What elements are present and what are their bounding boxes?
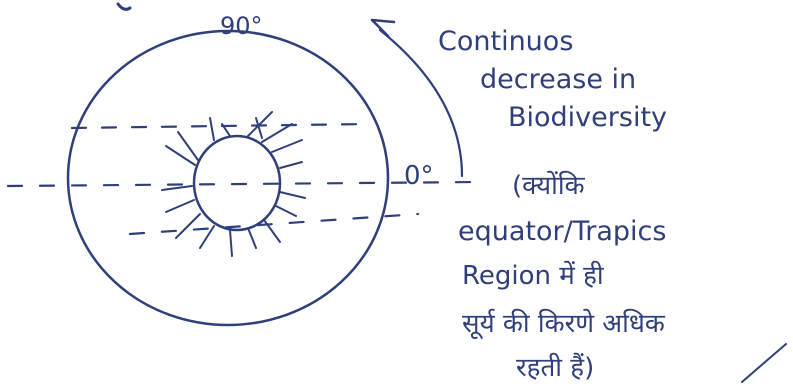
ray bbox=[229, 229, 233, 257]
stray-pen-mark bbox=[116, 2, 132, 11]
ray bbox=[255, 117, 263, 139]
ray bbox=[199, 225, 215, 249]
ray bbox=[165, 199, 195, 213]
ray bbox=[161, 185, 193, 191]
ray bbox=[271, 139, 303, 153]
ray bbox=[177, 131, 199, 161]
note-line: Region में ही bbox=[462, 260, 605, 291]
arrow-head bbox=[370, 18, 396, 38]
note-line: Continuos bbox=[438, 26, 573, 57]
ray bbox=[175, 213, 201, 239]
note-line: (क्योंकि bbox=[512, 170, 586, 201]
inner-tropics-circle bbox=[192, 134, 282, 232]
note-line: Biodiversity bbox=[508, 102, 667, 133]
ray bbox=[261, 123, 293, 143]
ray bbox=[247, 227, 257, 249]
ray bbox=[279, 191, 306, 199]
note-line: सूर्य की किरणे अधिक bbox=[462, 308, 666, 340]
note-line: decrease in bbox=[480, 64, 636, 95]
ray bbox=[247, 111, 273, 137]
note-line: equator/Trapics bbox=[458, 216, 666, 247]
ray bbox=[279, 161, 303, 169]
check-mark bbox=[741, 343, 787, 383]
lower-latitude-line bbox=[128, 212, 420, 236]
equator-line bbox=[6, 180, 482, 188]
ray bbox=[275, 205, 297, 217]
ray bbox=[165, 145, 196, 166]
arrow-curve bbox=[378, 28, 464, 178]
angle-label-90: 90° bbox=[220, 12, 263, 40]
upper-latitude-line bbox=[70, 122, 372, 130]
decrease-arrow bbox=[370, 18, 464, 178]
ray bbox=[209, 117, 215, 141]
note-line: रहती हैं) bbox=[516, 352, 594, 383]
latitude-dashed-lines bbox=[6, 122, 482, 236]
explanation-note: Continuos decrease in Biodiversity (क्यो… bbox=[438, 26, 667, 383]
outer-globe-circle bbox=[66, 29, 390, 327]
angle-label-0: 0° bbox=[404, 161, 434, 191]
